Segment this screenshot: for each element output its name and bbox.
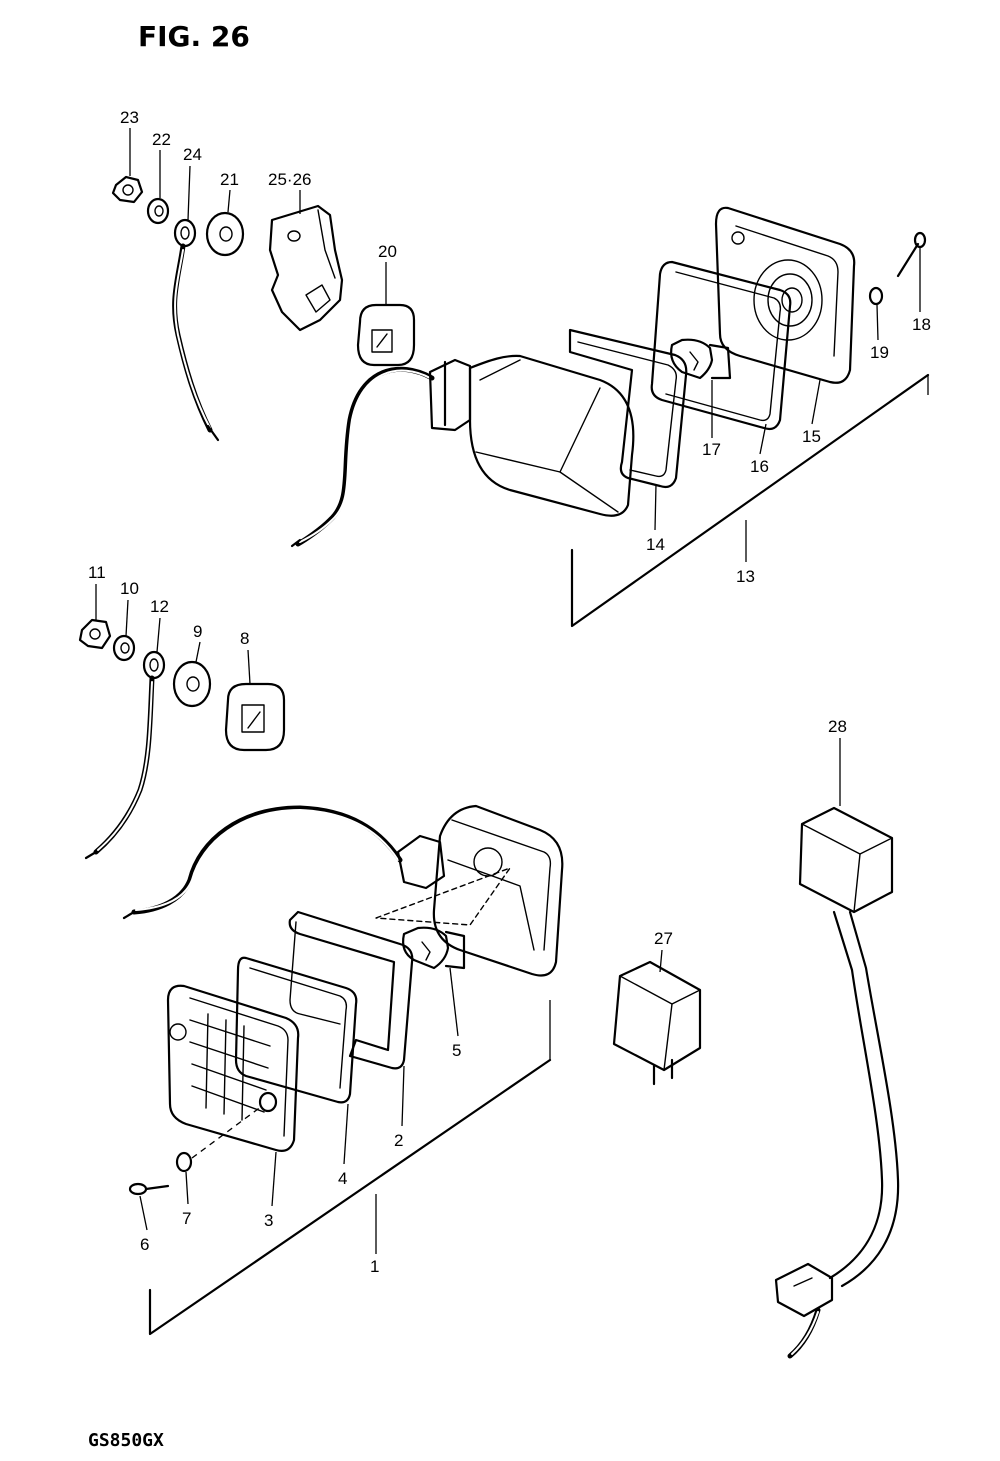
part-23-nut xyxy=(111,175,144,204)
part-27-relay xyxy=(612,960,702,1086)
part-1-rear-signal-housing xyxy=(122,804,564,977)
callout-13: 13 xyxy=(736,567,755,586)
part-9-washer xyxy=(172,660,212,708)
callout-6: 6 xyxy=(140,1235,149,1254)
part-17-bulb xyxy=(670,338,732,380)
part-22-lock-washer xyxy=(146,197,170,225)
callout-3: 3 xyxy=(264,1211,273,1230)
callout-21: 21 xyxy=(220,170,239,189)
part-14-gasket xyxy=(568,328,688,489)
part-20-grommet xyxy=(356,303,416,367)
callout-16: 16 xyxy=(750,457,769,476)
model-code: GS850GX xyxy=(88,1430,164,1451)
part-24-ground-wire xyxy=(172,218,220,442)
callout-2: 2 xyxy=(394,1131,403,1150)
part-18-screw xyxy=(896,231,927,278)
part-10-lock-washer xyxy=(112,634,136,662)
part-8-grommet xyxy=(224,682,286,752)
assembly-1-bracket xyxy=(148,1000,552,1336)
part-4-lens-gasket xyxy=(234,956,358,1104)
leader-lines xyxy=(95,128,921,1254)
callout-5: 5 xyxy=(452,1041,461,1060)
callout-24: 24 xyxy=(183,145,202,164)
callout-19: 19 xyxy=(870,343,889,362)
callout-11: 11 xyxy=(88,563,106,582)
callout-4: 4 xyxy=(338,1169,347,1188)
screw-alignment-line xyxy=(191,1105,263,1159)
part-3-lens xyxy=(166,984,300,1152)
callout-1: 1 xyxy=(370,1257,379,1276)
callout-28: 28 xyxy=(828,717,847,736)
callout-8: 8 xyxy=(240,629,249,648)
callout-15: 15 xyxy=(802,427,821,446)
callout-12: 12 xyxy=(150,597,169,616)
part-2-gasket xyxy=(288,910,414,1070)
callout-20: 20 xyxy=(378,242,397,261)
part-11-nut xyxy=(78,618,112,650)
callout-9: 9 xyxy=(193,622,202,641)
assembly-13-bracket xyxy=(570,373,930,628)
callout-27: 27 xyxy=(654,929,673,948)
part-28-control-unit xyxy=(774,806,900,1359)
callout-14: 14 xyxy=(646,535,665,554)
part-6-screw xyxy=(128,1182,170,1196)
callout-23: 23 xyxy=(120,108,139,127)
part-7-washer xyxy=(175,1151,193,1173)
callout-18: 18 xyxy=(912,315,931,334)
figure-title: FIG. 26 xyxy=(138,20,250,53)
part-25-26-bracket xyxy=(268,204,344,332)
part-15-lens xyxy=(714,206,856,384)
part-5-bulb xyxy=(402,926,466,970)
part-13-front-signal-housing xyxy=(290,354,635,548)
part-19-washer xyxy=(868,286,884,306)
callout-7: 7 xyxy=(182,1209,191,1228)
part-12-ground-wire xyxy=(84,650,166,860)
callout-10: 10 xyxy=(120,579,139,598)
part-21-washer xyxy=(205,211,245,257)
callout-17: 17 xyxy=(702,440,721,459)
callout-22: 22 xyxy=(152,130,171,149)
part-16-lens-gasket xyxy=(650,260,792,431)
callout-25-26: 25·26 xyxy=(268,170,311,189)
